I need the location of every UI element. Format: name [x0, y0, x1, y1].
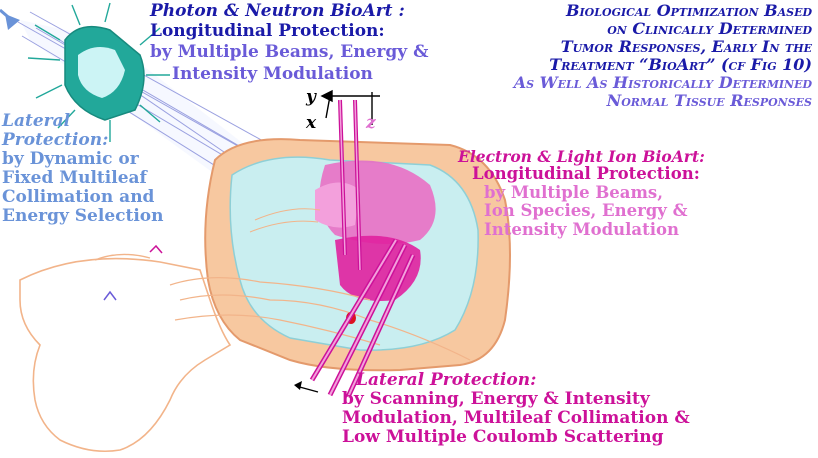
coordinate-axes: [320, 89, 380, 125]
axis-y-label: y: [306, 87, 316, 107]
lateral-photon-line-1: Lateral: [2, 111, 71, 131]
lateral-photon-line-6: Energy Selection: [2, 206, 164, 227]
bio-line-2: on Clinically Determined: [607, 18, 812, 38]
lateral-ion-line-2: Modulation, Multileaf Collimation &: [342, 408, 690, 429]
bio-line-6: Normal Tissue Responses: [606, 90, 812, 110]
lateral-ion-line-3: Low Multiple Coulomb Scattering: [342, 427, 664, 448]
axis-x-label: x: [306, 113, 317, 133]
lateral-ion-title: Lateral Protection:: [356, 370, 537, 390]
patient-outline: [19, 138, 511, 453]
electron-longitudinal-heading: Longitudinal Protection:: [472, 164, 700, 184]
electron-line-3: Intensity Modulation: [484, 219, 679, 239]
electron-line-1: by Multiple Beams,: [484, 182, 663, 202]
bio-line-3: Tumor Responses, Early In the: [560, 36, 812, 56]
lateral-photon-line-2: Protection:: [2, 130, 109, 151]
axis-z-label: z: [366, 113, 376, 133]
electron-title: Electron & Light Ion BioArt:: [458, 147, 705, 166]
lateral-photon-line-4: Fixed Multileaf: [2, 168, 147, 189]
ion-beams: [294, 99, 416, 399]
lateral-ion-line-1: by Scanning, Energy & Intensity: [342, 389, 650, 410]
bio-line-4: Treatment “BioArt” (cf Fig 10): [549, 54, 812, 74]
photon-longitudinal-heading: Longitudinal Protection:: [150, 21, 385, 41]
lateral-ion-text: Lateral Protection: by Scanning, Energy …: [342, 370, 690, 448]
photon-intensity-text: Intensity Modulation: [172, 64, 373, 84]
lateral-photon-line-5: Collimation and: [2, 187, 155, 208]
photon-title: Photon & Neutron BioArt :: [150, 1, 405, 21]
bio-line-1: Biological Optimization Based: [566, 1, 812, 20]
bio-optimization-text: Biological Optimization Based on Clinica…: [514, 2, 812, 109]
bio-line-5: As Well As Historically Determined: [513, 72, 812, 92]
electron-line-2: Ion Species, Energy &: [484, 201, 688, 221]
electron-ion-text: Electron & Light Ion BioArt: Longitudina…: [458, 148, 705, 239]
lateral-photon-text: Lateral Protection: by Dynamic or Fixed …: [2, 111, 164, 227]
lateral-photon-line-3: by Dynamic or: [2, 149, 139, 170]
photon-beams-text: by Multiple Beams, Energy &: [150, 42, 429, 62]
multileaf-collimator: [0, 2, 170, 142]
